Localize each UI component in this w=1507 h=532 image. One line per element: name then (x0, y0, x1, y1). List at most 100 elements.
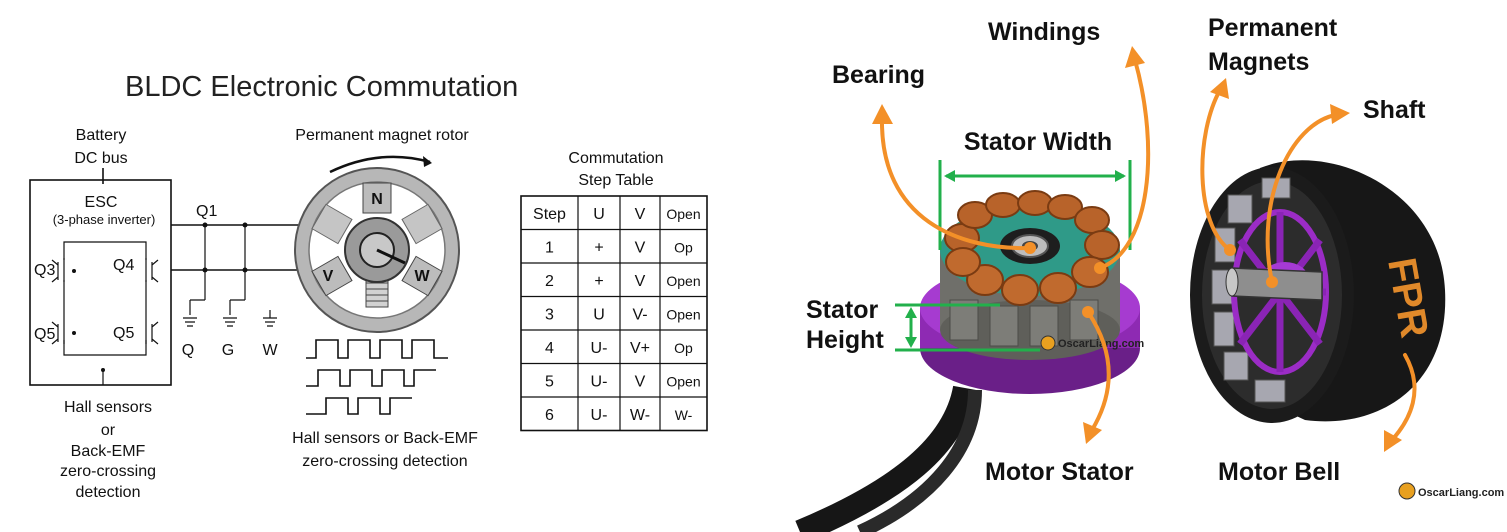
switch-symbol-q3 (51, 258, 65, 283)
waveform-3 (306, 397, 412, 415)
watermark-logo-icon (1040, 335, 1056, 351)
table-cell: W- (675, 407, 693, 423)
table-cell: Open (666, 373, 700, 389)
hall-bottom-line2: zero-crossing detection (302, 453, 467, 470)
bldc-diagram: BLDC Electronic Commutation Battery DC b… (29, 71, 518, 501)
table-header-cell: V (635, 206, 646, 223)
motor-cable-2 (857, 389, 982, 532)
watermark-bottom: OscarLiang.com (1418, 487, 1504, 499)
switch-q4: Q4 (113, 257, 159, 283)
esc-top-rail (63, 241, 147, 260)
callout-bearing: Bearing (832, 61, 925, 89)
callout-motor-bell: Motor Bell (1218, 458, 1340, 486)
hall-left-line3: Back-EMF (71, 443, 146, 460)
callout-arrows (872, 46, 1417, 452)
switch-symbol-q5-right (145, 320, 159, 345)
table-cell: 6 (545, 407, 554, 424)
magnet (1213, 311, 1235, 347)
q1-label: Q1 (196, 203, 217, 220)
esc-label: ESC (85, 194, 118, 211)
node-dot (242, 267, 248, 273)
table-cell: U- (591, 407, 608, 424)
table-cell: V+ (630, 340, 650, 357)
diagram-title: BLDC Electronic Commutation (125, 71, 518, 103)
table-border (520, 195, 708, 432)
switch-dot-q3 (72, 269, 76, 273)
table-header-cell: Open (666, 206, 700, 222)
table-header-cell: Step (533, 206, 566, 223)
switch-label-q4: Q4 (113, 257, 134, 274)
table-cell: 2 (545, 273, 554, 290)
stator-height-dimension: Stator Height (806, 296, 1040, 354)
switch-label-q5-right: Q5 (113, 325, 134, 342)
waveform-1 (306, 339, 448, 359)
hall-waveforms (306, 339, 448, 415)
table-cell: Op (674, 340, 693, 356)
switch-q5-left: Q5 (34, 320, 76, 345)
arrow-windings (1098, 58, 1151, 270)
rotation-arrowhead (423, 156, 432, 167)
table-cell: V (635, 273, 646, 290)
table-cell: Open (666, 306, 700, 322)
arrow-shaft-head (1330, 104, 1350, 124)
pole-label-n: N (371, 191, 383, 208)
ground-symbol-g (223, 299, 245, 327)
switch-symbol-q5-left (51, 320, 65, 345)
table-cell: V (635, 239, 646, 256)
arrow-bearing (879, 116, 1032, 251)
ground-symbol-w (263, 310, 277, 327)
callout-magnets-line1: Permanent (1208, 14, 1338, 42)
stator-tooth (949, 299, 979, 341)
callout-stator-width: Stator Width (964, 128, 1112, 156)
hall-bottom-line1: Hall sensors or Back-EMF (292, 430, 478, 447)
stator-tooth (989, 305, 1019, 347)
table-cell: 3 (545, 306, 554, 323)
callout-stator-height-line1: Stator (806, 296, 879, 324)
waveform-2 (306, 369, 436, 387)
switch-symbol-q4 (145, 258, 159, 283)
pole-w (401, 255, 443, 297)
switch-q5-right: Q5 (113, 320, 159, 345)
stator-width-dimension: Stator Width (938, 128, 1132, 250)
table-cell: U (593, 306, 605, 323)
callout-motor-stator: Motor Stator (985, 458, 1134, 486)
ground-label-w: W (262, 342, 278, 359)
hall-lead-dot (101, 368, 105, 372)
pole (311, 203, 353, 245)
callout-magnets-line2: Magnets (1208, 48, 1309, 76)
table-cell: 4 (545, 340, 554, 357)
callout-stator-height-line2: Height (806, 326, 884, 354)
arrow-windings-head (1125, 46, 1145, 68)
table-cell: V (635, 373, 646, 390)
dimension-arrow-left (944, 170, 955, 182)
magnet (1223, 351, 1249, 381)
ground-symbol-q (183, 299, 205, 327)
arrow-shaft (1265, 113, 1337, 284)
dimension-arrow-up (905, 307, 917, 318)
arrow-bell-head (1384, 430, 1402, 452)
arrow-origin-dot (1266, 276, 1278, 288)
watermark-stator: OscarLiang.com (1058, 338, 1144, 350)
table-title-line1: Commutation (568, 150, 663, 167)
table-cell: 5 (545, 373, 554, 390)
arrow-stator (1086, 310, 1111, 432)
pole-label-v: V (323, 268, 334, 285)
arrow-origin-dot (1224, 244, 1236, 256)
dimension-arrow-down (905, 337, 917, 348)
hall-left-line5: detection (76, 484, 141, 501)
magnet (1227, 194, 1253, 224)
hall-left-line2: or (101, 422, 116, 439)
switch-q3: Q3 (34, 258, 76, 283)
hall-left-line4: zero-crossing (60, 463, 156, 480)
shaft-tip (1225, 267, 1239, 297)
pole (401, 203, 443, 245)
table-cell: U- (591, 373, 608, 390)
table-cell: 1 (545, 239, 554, 256)
motor-stator-assembly: OscarLiang.com (920, 190, 1144, 394)
hall-left-line1: Hall sensors (64, 399, 152, 416)
node-dot (242, 222, 248, 228)
arrow-bearing-head (872, 104, 893, 124)
esc-box (29, 179, 172, 386)
